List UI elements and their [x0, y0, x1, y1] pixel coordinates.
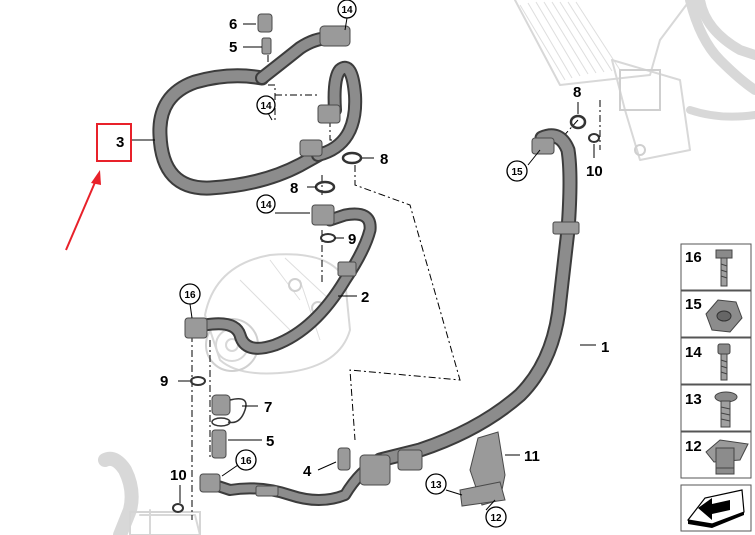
highlight-arrow — [65, 170, 101, 251]
callout-8-right: 8 — [573, 84, 581, 101]
o-ring-9-bottom — [190, 376, 206, 386]
callout-3: 3 — [116, 134, 124, 151]
callout-9-top: 9 — [348, 231, 356, 248]
nut-icon — [705, 299, 743, 333]
callout-14-mid: 14 — [260, 101, 272, 112]
leader-lines — [132, 17, 596, 511]
callout-13: 13 — [430, 480, 442, 491]
screw-icon — [717, 343, 731, 381]
clip-nut-icon — [705, 439, 749, 475]
callout-16-lower: 16 — [240, 456, 252, 467]
screw-icon — [714, 391, 738, 428]
o-ring-8-low — [314, 180, 336, 194]
callout-16-upper: 16 — [184, 290, 196, 301]
valve-part-5-top — [261, 37, 272, 55]
valve-part-5-bottom — [211, 429, 227, 459]
arrow-page-icon — [686, 489, 745, 528]
callout-labels: 6 5 3 8 8 9 2 9 7 5 10 4 8 10 1 11 — [116, 16, 609, 484]
callout-6: 6 — [229, 16, 237, 33]
legend-label-15: 15 — [685, 296, 702, 313]
hose-1 — [199, 128, 580, 506]
callout-4: 4 — [303, 463, 312, 480]
fastener-legend: 16 15 14 13 12 — [680, 243, 752, 532]
legend-cell-13 — [680, 384, 752, 432]
callout-7: 7 — [264, 399, 272, 416]
callout-15: 15 — [511, 167, 523, 178]
legend-label-16: 16 — [685, 249, 702, 266]
legend-cell-14 — [680, 337, 752, 385]
hose-2 — [184, 204, 377, 355]
bracket-part-13 — [459, 481, 506, 507]
legend-label-14: 14 — [685, 344, 702, 361]
o-ring-8-right — [569, 114, 587, 130]
highlight-box — [96, 123, 132, 162]
o-ring-9-top — [320, 233, 336, 243]
o-ring-8-mid — [341, 151, 363, 165]
callout-5-top: 5 — [229, 39, 237, 56]
small-parts — [172, 13, 600, 513]
lower-left-ghost — [98, 451, 201, 535]
cap-part-6 — [257, 13, 273, 33]
sensor-part-4 — [337, 447, 351, 471]
legend-label-12: 12 — [685, 438, 702, 455]
hose-3 — [152, 25, 363, 196]
callout-9-bottom: 9 — [160, 373, 168, 390]
callout-14-low: 14 — [260, 200, 272, 211]
callout-1: 1 — [601, 339, 609, 356]
callout-8-mid: 8 — [380, 151, 388, 168]
callout-14-top: 14 — [341, 5, 353, 16]
o-ring-10-right — [588, 133, 600, 143]
callout-2: 2 — [361, 289, 369, 306]
callout-12: 12 — [490, 513, 502, 524]
callout-10-right: 10 — [586, 163, 603, 180]
callout-11: 11 — [524, 448, 540, 465]
circled-callouts: 14 14 14 16 16 15 13 12 — [179, 0, 528, 528]
callout-5-bottom: 5 — [266, 433, 274, 450]
cap-part-7 — [211, 394, 231, 416]
callout-10-left: 10 — [170, 467, 187, 484]
callout-8-low: 8 — [290, 180, 298, 197]
condenser-ghost — [514, 0, 755, 161]
bolt-icon — [715, 249, 733, 287]
legend-label-13: 13 — [685, 391, 702, 408]
o-ring-10-left — [172, 503, 184, 513]
